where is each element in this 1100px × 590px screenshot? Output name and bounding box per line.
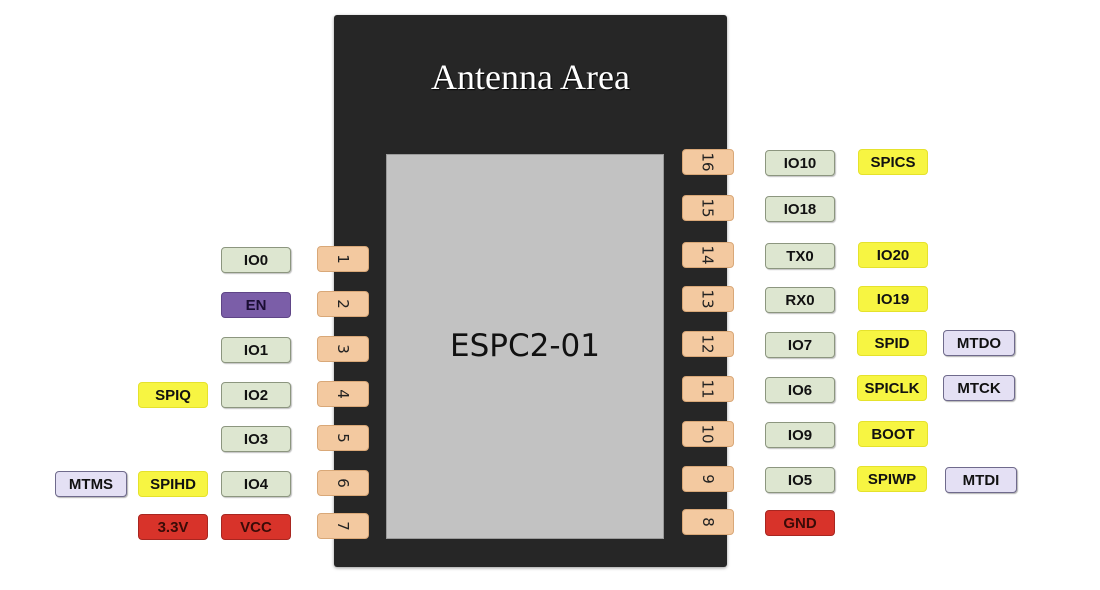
- antenna-area-label: Antenna Area: [431, 57, 630, 97]
- pin-1: 1: [317, 246, 369, 272]
- pin-9-jtag-label: MTDI: [945, 467, 1017, 493]
- pin-14-gpio-label: TX0: [765, 243, 835, 269]
- pin-4-alt-label: SPIQ: [138, 382, 208, 408]
- pin-12-jtag-label: MTDO: [943, 330, 1015, 356]
- pin-4-gpio-label: IO2: [221, 382, 291, 408]
- pin-7: 7: [317, 513, 369, 539]
- pin-3-gpio-label: IO1: [221, 337, 291, 363]
- pin-7-voltage-label: 3.3V: [138, 514, 208, 540]
- pin-10-gpio-label: IO9: [765, 422, 835, 448]
- pin-6-alt-label: SPIHD: [138, 471, 208, 497]
- pin-5: 5: [317, 425, 369, 451]
- pin-11-jtag-label: MTCK: [943, 375, 1015, 401]
- pin-13-alt-label: IO19: [858, 286, 928, 312]
- pin-1-gpio-label: IO0: [221, 247, 291, 273]
- pin-3: 3: [317, 336, 369, 362]
- pin-8: 8: [682, 509, 734, 535]
- pin-11: 11: [682, 376, 734, 402]
- pin-15-gpio-label: IO18: [765, 196, 835, 222]
- pin-9: 9: [682, 466, 734, 492]
- chip-die: [386, 154, 664, 539]
- pin-10: 10: [682, 421, 734, 447]
- pin-16-gpio-label: IO10: [765, 150, 835, 176]
- pin-4: 4: [317, 381, 369, 407]
- pin-15: 15: [682, 195, 734, 221]
- pin-13-gpio-label: RX0: [765, 287, 835, 313]
- pin-10-alt-label: BOOT: [858, 421, 928, 447]
- pin-12-gpio-label: IO7: [765, 332, 835, 358]
- pin-5-gpio-label: IO3: [221, 426, 291, 452]
- pin-9-gpio-label: IO5: [765, 467, 835, 493]
- pin-9-alt-label: SPIWP: [857, 466, 927, 492]
- pin-16-alt-label: SPICS: [858, 149, 928, 175]
- pin-14-alt-label: IO20: [858, 242, 928, 268]
- pin-8-ground-label: GND: [765, 510, 835, 536]
- pin-14: 14: [682, 242, 734, 268]
- pin-6: 6: [317, 470, 369, 496]
- pin-2: 2: [317, 291, 369, 317]
- pin-7-power-label: VCC: [221, 514, 291, 540]
- module-title: ESPC2-01: [450, 328, 600, 364]
- pin-11-alt-label: SPICLK: [857, 375, 927, 401]
- pin-16: 16: [682, 149, 734, 175]
- pin-6-jtag-label: MTMS: [55, 471, 127, 497]
- pin-6-gpio-label: IO4: [221, 471, 291, 497]
- pin-11-gpio-label: IO6: [765, 377, 835, 403]
- pin-13: 13: [682, 286, 734, 312]
- pin-12-alt-label: SPID: [857, 330, 927, 356]
- pin-2-enable-label: EN: [221, 292, 291, 318]
- pin-12: 12: [682, 331, 734, 357]
